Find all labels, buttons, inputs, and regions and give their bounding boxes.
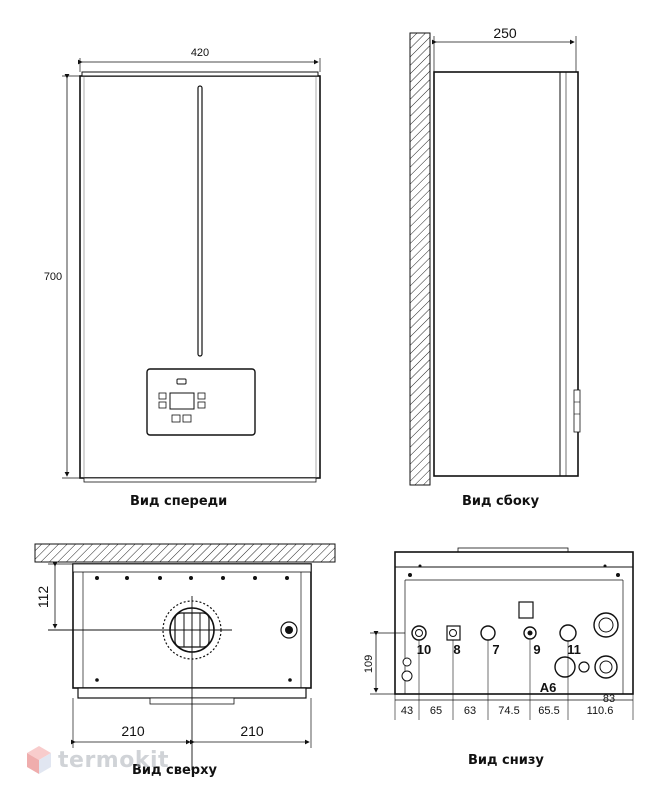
wall-hatch xyxy=(409,32,431,486)
top-right-label: 210 xyxy=(240,723,264,739)
side-body xyxy=(433,71,579,477)
bottom-body xyxy=(394,551,634,695)
bottom-height-label: 109 xyxy=(363,655,375,673)
cube-logo-icon xyxy=(27,746,51,774)
bottom-dim-83: 83 xyxy=(603,693,615,705)
ceiling-hatch xyxy=(34,543,336,563)
bottom-label-9: 9 xyxy=(533,642,540,657)
watermark: termokit xyxy=(26,743,169,777)
bottom-dim-43: 43 xyxy=(401,705,413,717)
control-panel xyxy=(146,368,256,436)
front-view: 420 700 xyxy=(44,47,321,483)
front-height-label: 700 xyxy=(44,271,62,283)
bottom-view: 10 8 7 9 11 A6 109 43 65 63 74.5 65.5 11… xyxy=(363,547,634,720)
bottom-label-7: 7 xyxy=(492,642,499,657)
caption-top-view: Вид сверху xyxy=(132,763,217,778)
bottom-label-10: 10 xyxy=(417,642,431,657)
watermark-text: termokit xyxy=(58,747,170,773)
bottom-dim-63: 63 xyxy=(464,705,476,717)
top-left-label: 210 xyxy=(121,723,145,739)
bottom-dim-65-5: 65.5 xyxy=(538,705,559,717)
bottom-label-a6: A6 xyxy=(540,680,557,695)
top-view: 112 210 210 xyxy=(34,543,336,770)
bottom-dim-65: 65 xyxy=(430,705,442,717)
bottom-dim-74-5: 74.5 xyxy=(498,705,519,717)
bottom-label-8: 8 xyxy=(453,642,460,657)
bottom-dim-110-6: 110.6 xyxy=(587,705,614,717)
front-width-label: 420 xyxy=(191,47,209,59)
front-slot xyxy=(197,85,203,357)
caption-side-view: Вид сбоку xyxy=(462,494,540,509)
bottom-label-11: 11 xyxy=(567,642,581,657)
caption-front-view: Вид спереди xyxy=(130,494,228,509)
caption-bottom-view: Вид снизу xyxy=(468,753,544,768)
top-offset-label: 112 xyxy=(35,586,51,609)
side-view: 250 xyxy=(409,25,581,486)
side-depth-label: 250 xyxy=(493,25,517,41)
